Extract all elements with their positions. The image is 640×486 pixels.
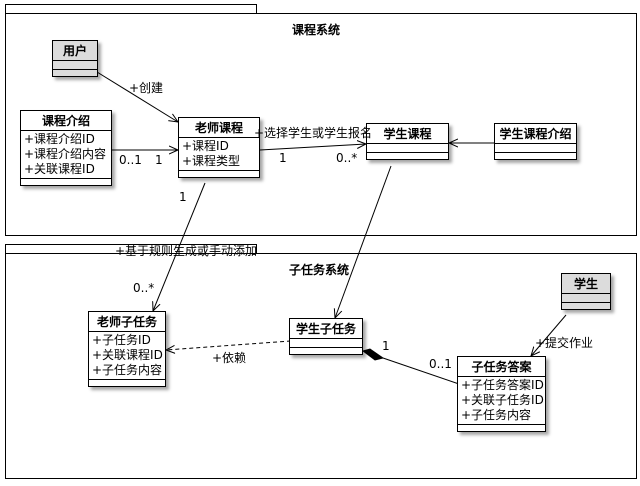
create-label: +创建 xyxy=(129,81,164,95)
teacher-subtask-name: 老师子任务 xyxy=(89,312,165,332)
intro-multiplicity: 0..1 xyxy=(119,153,142,167)
composition-line xyxy=(382,357,460,385)
composition-diamond xyxy=(361,348,385,361)
teacher-course-attr: +课程ID xyxy=(182,139,229,153)
course-system-title: 课程系统 xyxy=(292,23,341,37)
depend-label: +依赖 xyxy=(212,351,247,365)
student-subtask-class[interactable]: 学生子任务 xyxy=(289,318,363,355)
user-actor[interactable]: 用户 xyxy=(52,40,98,77)
teacher-subtask-attr: +关联课程ID xyxy=(92,348,163,362)
student-course-subtask-arrow xyxy=(335,165,392,318)
teacher-down-multiplicity: 1 xyxy=(179,190,187,204)
teacher-subtask-arrow xyxy=(153,182,206,311)
subtask-multiplicity: 0..* xyxy=(133,281,155,295)
teacher-subtask-attr: +子任务内容 xyxy=(92,363,163,377)
teacher-student-course-arrow xyxy=(259,144,366,151)
teacher-student-multiplicity: 1 xyxy=(279,151,287,165)
select-or-enroll-label: +选择学生或学生报名 xyxy=(254,126,373,140)
student-subtask-name: 学生子任务 xyxy=(290,319,362,339)
teacher-subtask-class[interactable]: 老师子任务 +子任务ID +关联课程ID +子任务内容 xyxy=(88,311,166,387)
user-actor-name: 用户 xyxy=(53,41,97,61)
subtask-system-package-tab xyxy=(5,244,257,254)
rule-generate-label: +基于规则生成或手动添加 xyxy=(115,244,258,258)
teacher-subtask-attr: +子任务ID xyxy=(92,333,151,347)
submit-work-arrow xyxy=(531,314,567,356)
subtask-answer-name: 子任务答案 xyxy=(458,357,545,377)
composition-one-label: 1 xyxy=(382,339,390,353)
subtask-answer-class[interactable]: 子任务答案 +子任务答案ID +关联子任务ID +子任务内容 xyxy=(457,356,546,432)
student-course-intro-class[interactable]: 学生课程介绍 xyxy=(494,123,577,160)
student-course-intro-name: 学生课程介绍 xyxy=(495,124,576,144)
subtask-system-title: 子任务系统 xyxy=(289,263,350,277)
composition-many-label: 0..1 xyxy=(429,357,452,371)
student-actor[interactable]: 学生 xyxy=(561,273,611,310)
submit-work-label: +提交作业 xyxy=(535,336,594,350)
student-actor-name: 学生 xyxy=(562,274,610,294)
course-intro-attr: +课程介绍内容 xyxy=(24,147,107,161)
subtask-answer-attr: +关联子任务ID xyxy=(461,393,544,407)
student-course-name: 学生课程 xyxy=(367,124,448,144)
teacher-course-attr: +课程类型 xyxy=(182,154,241,168)
subtask-answer-attr: +子任务内容 xyxy=(461,408,532,422)
intro-teacher-multiplicity: 1 xyxy=(155,153,163,167)
teacher-course-class[interactable]: 老师课程 +课程ID +课程类型 xyxy=(178,117,260,178)
dependency-arrow xyxy=(166,340,292,350)
course-intro-attr: +关联课程ID xyxy=(24,162,95,176)
user-create-arrow xyxy=(96,71,178,122)
subtask-answer-attr: +子任务答案ID xyxy=(461,378,544,392)
teacher-course-name: 老师课程 xyxy=(179,118,259,138)
course-intro-class[interactable]: 课程介绍 +课程介绍ID +课程介绍内容 +关联课程ID xyxy=(20,110,112,186)
student-course-class[interactable]: 学生课程 xyxy=(366,123,449,160)
student-course-multiplicity: 0..* xyxy=(336,151,358,165)
course-system-package-tab xyxy=(5,4,257,14)
course-intro-attr: +课程介绍ID xyxy=(24,132,95,146)
course-intro-name: 课程介绍 xyxy=(21,111,111,131)
